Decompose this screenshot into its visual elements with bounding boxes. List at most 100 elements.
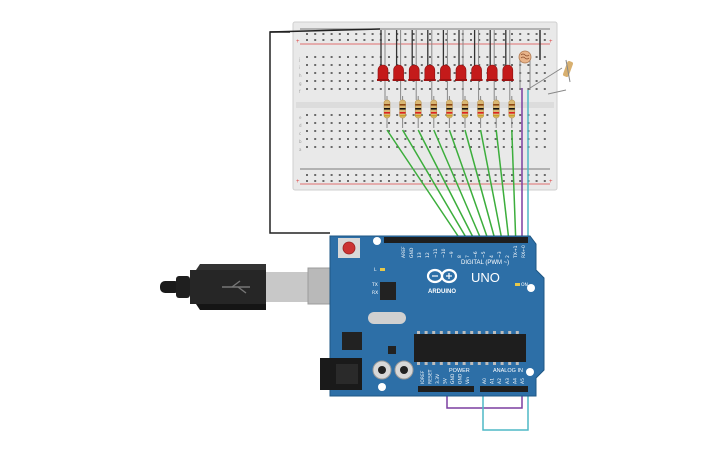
breadboard-hole[interactable]: [347, 56, 349, 58]
breadboard-hole[interactable]: [535, 56, 538, 58]
breadboard-hole[interactable]: [519, 122, 522, 124]
breadboard-hole[interactable]: [437, 114, 440, 116]
breadboard-hole[interactable]: [420, 33, 423, 35]
breadboard-hole[interactable]: [437, 80, 440, 82]
led[interactable]: [502, 64, 514, 81]
breadboard-hole[interactable]: [363, 180, 366, 182]
resistor[interactable]: [430, 99, 438, 119]
breadboard-hole[interactable]: [478, 64, 481, 66]
breadboard-hole[interactable]: [347, 80, 349, 82]
breadboard-hole[interactable]: [388, 88, 390, 90]
breadboard-hole[interactable]: [461, 174, 464, 176]
breadboard-hole[interactable]: [363, 174, 366, 176]
breadboard-hole[interactable]: [371, 146, 374, 148]
breadboard-hole[interactable]: [437, 64, 440, 66]
signal-wire[interactable]: [401, 129, 466, 237]
breadboard-hole[interactable]: [322, 56, 325, 58]
breadboard-hole[interactable]: [404, 130, 407, 132]
led[interactable]: [408, 64, 420, 81]
breadboard-hole[interactable]: [412, 33, 415, 35]
photoresistor-pulldown-resistor[interactable]: [529, 30, 574, 95]
breadboard-hole[interactable]: [470, 138, 472, 140]
breadboard-hole[interactable]: [314, 174, 317, 176]
ground-wire[interactable]: [269, 28, 381, 234]
breadboard-hole[interactable]: [388, 130, 390, 132]
breadboard-hole[interactable]: [338, 122, 341, 124]
breadboard-hole[interactable]: [437, 180, 440, 182]
breadboard-hole[interactable]: [371, 80, 374, 82]
resistor[interactable]: [508, 99, 516, 119]
breadboard-hole[interactable]: [355, 174, 358, 176]
breadboard-hole[interactable]: [404, 64, 407, 66]
breadboard-hole[interactable]: [502, 180, 505, 182]
breadboard-hole[interactable]: [445, 56, 448, 58]
breadboard-hole[interactable]: [437, 56, 440, 58]
breadboard-hole[interactable]: [502, 146, 505, 148]
breadboard-hole[interactable]: [412, 56, 415, 58]
breadboard-hole[interactable]: [338, 39, 341, 41]
breadboard-hole[interactable]: [486, 122, 489, 124]
breadboard-hole[interactable]: [322, 138, 325, 140]
breadboard-hole[interactable]: [330, 72, 333, 74]
breadboard-hole[interactable]: [494, 146, 497, 148]
breadboard-hole[interactable]: [396, 138, 399, 140]
breadboard-hole[interactable]: [363, 64, 366, 66]
breadboard-hole[interactable]: [396, 88, 399, 90]
breadboard-hole[interactable]: [388, 56, 390, 58]
breadboard-hole[interactable]: [420, 114, 423, 116]
breadboard-hole[interactable]: [478, 33, 481, 35]
breadboard-hole[interactable]: [363, 72, 366, 74]
breadboard-hole[interactable]: [330, 122, 333, 124]
breadboard-hole[interactable]: [445, 130, 448, 132]
breadboard-hole[interactable]: [355, 64, 358, 66]
breadboard-hole[interactable]: [363, 130, 366, 132]
breadboard-hole[interactable]: [363, 88, 366, 90]
breadboard-hole[interactable]: [494, 56, 497, 58]
breadboard-hole[interactable]: [453, 80, 456, 82]
breadboard-hole[interactable]: [330, 130, 333, 132]
breadboard-hole[interactable]: [429, 138, 431, 140]
breadboard-hole[interactable]: [363, 33, 366, 35]
led[interactable]: [393, 64, 404, 81]
breadboard-hole[interactable]: [355, 114, 358, 116]
breadboard-hole[interactable]: [453, 64, 456, 66]
breadboard-hole[interactable]: [371, 88, 374, 90]
breadboard-hole[interactable]: [396, 122, 399, 124]
breadboard-hole[interactable]: [453, 146, 456, 148]
breadboard-hole[interactable]: [388, 146, 390, 148]
breadboard-hole[interactable]: [461, 138, 464, 140]
breadboard-hole[interactable]: [371, 33, 374, 35]
breadboard-hole[interactable]: [511, 180, 513, 182]
breadboard-hole[interactable]: [519, 33, 522, 35]
breadboard-hole[interactable]: [306, 122, 308, 124]
breadboard-hole[interactable]: [355, 39, 358, 41]
breadboard-hole[interactable]: [543, 80, 546, 82]
breadboard-hole[interactable]: [535, 174, 538, 176]
breadboard-hole[interactable]: [470, 88, 472, 90]
breadboard-hole[interactable]: [437, 33, 440, 35]
breadboard-hole[interactable]: [543, 72, 546, 74]
breadboard-hole[interactable]: [355, 130, 358, 132]
breadboard-hole[interactable]: [445, 174, 448, 176]
signal-wire[interactable]: [495, 129, 510, 237]
resistor[interactable]: [414, 99, 422, 119]
breadboard-hole[interactable]: [502, 114, 505, 116]
breadboard-hole[interactable]: [453, 72, 456, 74]
breadboard-hole[interactable]: [363, 56, 366, 58]
breadboard-hole[interactable]: [445, 146, 448, 148]
breadboard-hole[interactable]: [486, 64, 489, 66]
breadboard-hole[interactable]: [453, 138, 456, 140]
breadboard-hole[interactable]: [306, 80, 308, 82]
breadboard-hole[interactable]: [420, 88, 423, 90]
breadboard-hole[interactable]: [453, 180, 456, 182]
breadboard-hole[interactable]: [470, 33, 472, 35]
breadboard-hole[interactable]: [396, 174, 399, 176]
breadboard-hole[interactable]: [355, 56, 358, 58]
breadboard-hole[interactable]: [404, 88, 407, 90]
breadboard-hole[interactable]: [363, 122, 366, 124]
breadboard-hole[interactable]: [388, 122, 390, 124]
breadboard-hole[interactable]: [478, 146, 481, 148]
breadboard-hole[interactable]: [404, 56, 407, 58]
breadboard-hole[interactable]: [355, 33, 358, 35]
breadboard-hole[interactable]: [338, 114, 341, 116]
